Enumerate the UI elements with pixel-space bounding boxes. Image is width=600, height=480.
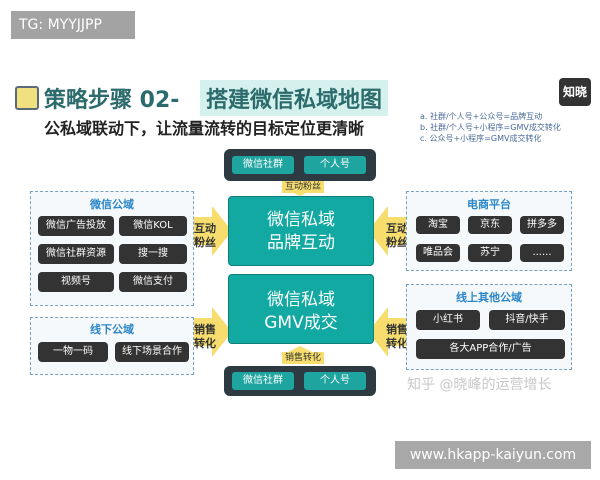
arrow-text-line: 粉丝	[194, 236, 216, 249]
url-banner[interactable]: www.hkapp-kaiyun.com	[395, 441, 591, 469]
wechat-public-item: 微信KOL	[119, 216, 187, 236]
bottom-item-personal: 个人号	[304, 372, 366, 390]
bottom-arrow-label: 销售转化	[282, 352, 324, 364]
tg-tag: TG: MYYJJPP	[11, 11, 135, 39]
top-item-wechat-group: 微信社群	[232, 156, 294, 174]
center-gmv-line2: GMV成交	[264, 313, 338, 333]
zhihu-watermark: 知乎 @晓峰的运营增长	[407, 377, 552, 393]
center-brand-line2: 品牌互动	[267, 233, 335, 253]
wechat-public-item: 微信社群资源	[38, 244, 114, 264]
left-top-arrow-text: 互动 粉丝	[190, 222, 220, 250]
ecommerce-item: 淘宝	[416, 216, 460, 234]
arrow-text-line: 互动	[386, 222, 408, 235]
center-gmv-line1: 微信私域	[267, 290, 335, 310]
right-top-arrow-text: 互动 粉丝	[382, 222, 412, 250]
wechat-public-item: 微信支付	[119, 272, 187, 292]
arrow-text-line: 互动	[194, 222, 216, 235]
title-main: 策略步骤 02-	[44, 88, 180, 113]
offline-public-panel: 线下公域 一物一码 线下场景合作	[30, 317, 194, 375]
top-private-box: 微信社群 个人号	[224, 149, 376, 181]
legend-item: a. 社群/个人号+公众号=品牌互动	[420, 112, 543, 121]
ecommerce-item: 拼多多	[520, 216, 564, 234]
legend-item: b. 社群/个人号+小程序=GMV成交转化	[420, 123, 561, 132]
offline-public-item: 线下场景合作	[115, 342, 189, 362]
legend-item: c. 公众号+小程序=GMV成交转化	[420, 134, 542, 143]
top-item-personal: 个人号	[304, 156, 366, 174]
zhihu-badge: 知晓	[559, 78, 591, 106]
wechat-public-item: 视频号	[38, 272, 114, 292]
center-brand-box: 微信私域 品牌互动	[228, 196, 374, 266]
subtitle: 公私域联动下，让流量流转的目标定位更清晰	[44, 119, 365, 138]
clipboard-icon	[15, 86, 39, 110]
wechat-public-title: 微信公域	[90, 198, 134, 211]
wechat-public-panel: 微信公域 微信广告投放 微信KOL 微信社群资源 搜一搜 视频号 微信支付	[30, 191, 194, 306]
ecommerce-item: ......	[520, 244, 564, 262]
arrow-text-line: 转化	[386, 337, 408, 350]
wechat-public-item: 搜一搜	[119, 244, 187, 264]
left-bottom-arrow-text: 销售 转化	[190, 323, 220, 351]
wechat-public-item: 微信广告投放	[38, 216, 114, 236]
arrow-text-line: 销售	[194, 323, 216, 336]
offline-public-title: 线下公域	[90, 323, 134, 336]
online-other-title: 线上其他公域	[456, 291, 522, 304]
legend: a. 社群/个人号+公众号=品牌互动 b. 社群/个人号+小程序=GMV成交转化…	[420, 111, 561, 144]
arrow-text-line: 粉丝	[386, 236, 408, 249]
arrow-text-line: 转化	[194, 337, 216, 350]
bottom-item-wechat-group: 微信社群	[232, 372, 294, 390]
ecommerce-panel: 电商平台 淘宝 京东 拼多多 唯品会 苏宁 ......	[406, 191, 572, 271]
bottom-private-box: 微信社群 个人号	[224, 366, 376, 396]
center-brand-line1: 微信私域	[267, 210, 335, 230]
ecommerce-item: 唯品会	[416, 244, 460, 262]
offline-public-item: 一物一码	[38, 342, 108, 362]
ecommerce-item: 苏宁	[468, 244, 512, 262]
online-other-item: 各大APP合作/广告	[416, 339, 565, 359]
online-other-item: 小红书	[416, 310, 480, 330]
right-bottom-arrow-text: 销售 转化	[382, 323, 412, 351]
center-gmv-box: 微信私域 GMV成交	[228, 274, 374, 344]
arrow-text-line: 销售	[386, 323, 408, 336]
online-other-item: 抖音/快手	[489, 310, 565, 330]
online-other-panel: 线上其他公域 小红书 抖音/快手 各大APP合作/广告	[406, 284, 572, 370]
title-highlight: 搭建微信私域地图	[200, 80, 389, 116]
ecommerce-title: 电商平台	[467, 198, 511, 211]
top-arrow-label: 互动粉丝	[282, 181, 324, 193]
ecommerce-item: 京东	[468, 216, 512, 234]
